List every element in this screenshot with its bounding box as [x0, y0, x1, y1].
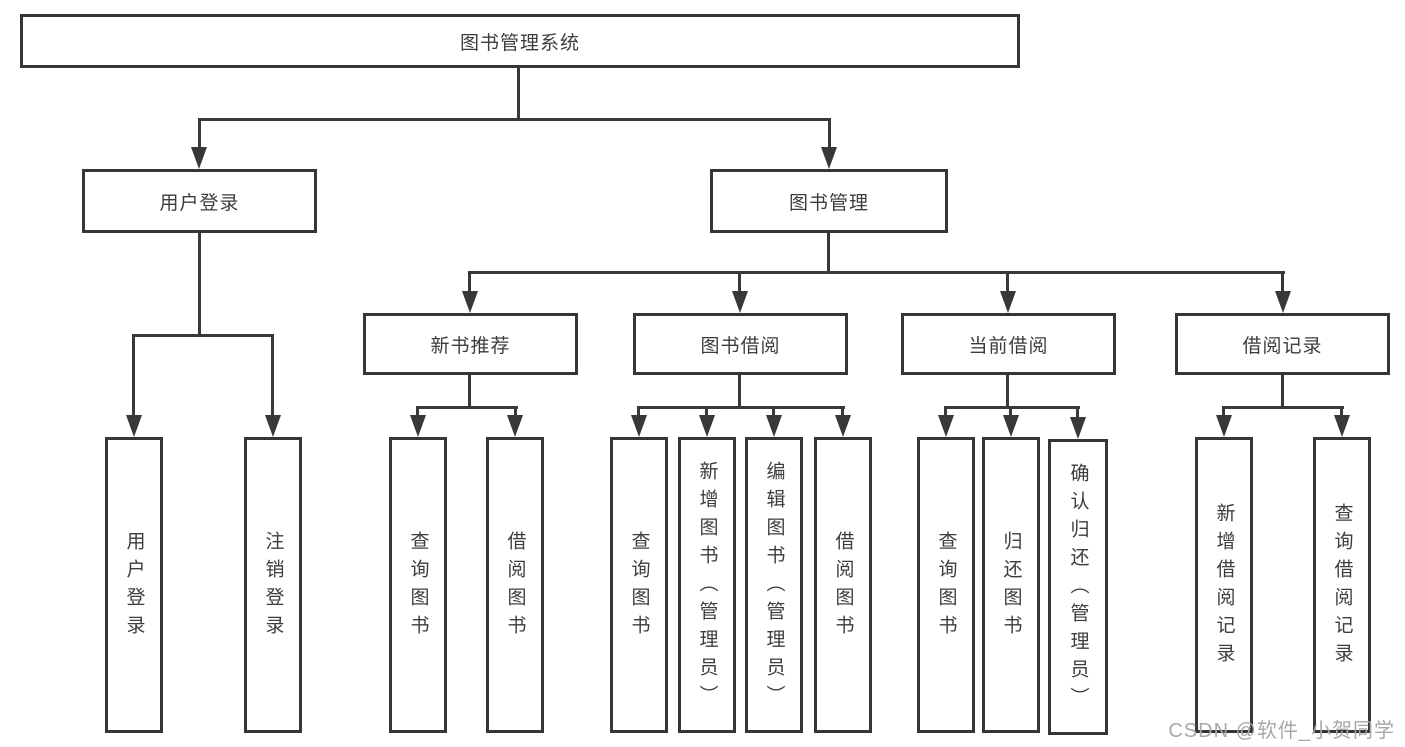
connector-line	[1009, 406, 1012, 417]
node-book-management: 图书管理	[710, 169, 948, 233]
arrow-down-icon	[1003, 415, 1019, 437]
leaf-confirm-return-admin: 确认归还（管理员）	[1048, 439, 1108, 735]
arrow-down-icon	[1216, 415, 1232, 437]
csdn-watermark: CSDN @软件_小贺同学	[1168, 720, 1395, 742]
connector-line	[1006, 271, 1009, 293]
arrow-down-icon	[265, 415, 281, 437]
leaf-borrow-books-recommend: 借阅图书	[486, 437, 544, 733]
connector-line	[772, 406, 775, 417]
arrow-down-icon	[410, 415, 426, 437]
leaf-edit-book-admin: 编辑图书（管理员）	[745, 437, 803, 733]
connector-line	[1281, 375, 1284, 408]
connector-line	[1222, 406, 1344, 409]
node-root: 图书管理系统	[20, 14, 1020, 68]
connector-line	[637, 406, 845, 409]
arrow-down-icon	[766, 415, 782, 437]
connector-line	[132, 334, 274, 337]
leaf-add-book-admin: 新增图书（管理员）	[678, 437, 736, 733]
connector-line	[1006, 375, 1009, 408]
arrow-down-icon	[1000, 291, 1016, 313]
connector-line	[944, 406, 1080, 409]
arrow-down-icon	[507, 415, 523, 437]
connector-line	[416, 406, 419, 417]
node-user-login: 用户登录	[82, 169, 317, 233]
leaf-logout: 注销登录	[244, 437, 302, 733]
leaf-query-books-current: 查询图书	[917, 437, 975, 733]
connector-line	[828, 118, 831, 151]
node-current-borrow: 当前借阅	[901, 313, 1116, 375]
connector-line	[468, 375, 471, 408]
leaf-query-books-recommend: 查询图书	[389, 437, 447, 733]
node-new-book-recommend: 新书推荐	[363, 313, 578, 375]
connector-line	[944, 406, 947, 417]
connector-line	[468, 271, 471, 293]
connector-line	[468, 271, 1285, 274]
leaf-query-books-borrow: 查询图书	[610, 437, 668, 733]
arrow-down-icon	[191, 147, 207, 169]
connector-line	[132, 334, 135, 417]
connector-line	[738, 271, 741, 293]
connector-line	[514, 406, 517, 417]
connector-line	[198, 118, 831, 121]
arrow-down-icon	[462, 291, 478, 313]
node-book-borrow: 图书借阅	[633, 313, 848, 375]
connector-line	[198, 233, 201, 336]
connector-line	[738, 375, 741, 408]
arrow-down-icon	[1070, 417, 1086, 439]
connector-line	[827, 233, 830, 274]
arrow-down-icon	[699, 415, 715, 437]
arrow-down-icon	[835, 415, 851, 437]
leaf-borrow-books: 借阅图书	[814, 437, 872, 733]
connector-line	[841, 406, 844, 417]
connector-line	[1281, 271, 1284, 293]
leaf-query-borrow-record: 查询借阅记录	[1313, 437, 1371, 733]
arrow-down-icon	[126, 415, 142, 437]
connector-line	[637, 406, 640, 417]
arrow-down-icon	[1334, 415, 1350, 437]
connector-line	[1076, 406, 1079, 417]
arrow-down-icon	[1275, 291, 1291, 313]
node-borrow-records: 借阅记录	[1175, 313, 1390, 375]
arrow-down-icon	[631, 415, 647, 437]
connector-line	[198, 118, 201, 151]
leaf-return-book: 归还图书	[982, 437, 1040, 733]
connector-line	[705, 406, 708, 417]
leaf-user-login: 用户登录	[105, 437, 163, 733]
connector-line	[416, 406, 518, 409]
arrow-down-icon	[938, 415, 954, 437]
connector-line	[271, 334, 274, 417]
connector-line	[1340, 406, 1343, 417]
leaf-add-borrow-record: 新增借阅记录	[1195, 437, 1253, 733]
connector-line	[1222, 406, 1225, 417]
connector-line	[517, 68, 520, 121]
arrow-down-icon	[732, 291, 748, 313]
arrow-down-icon	[821, 147, 837, 169]
